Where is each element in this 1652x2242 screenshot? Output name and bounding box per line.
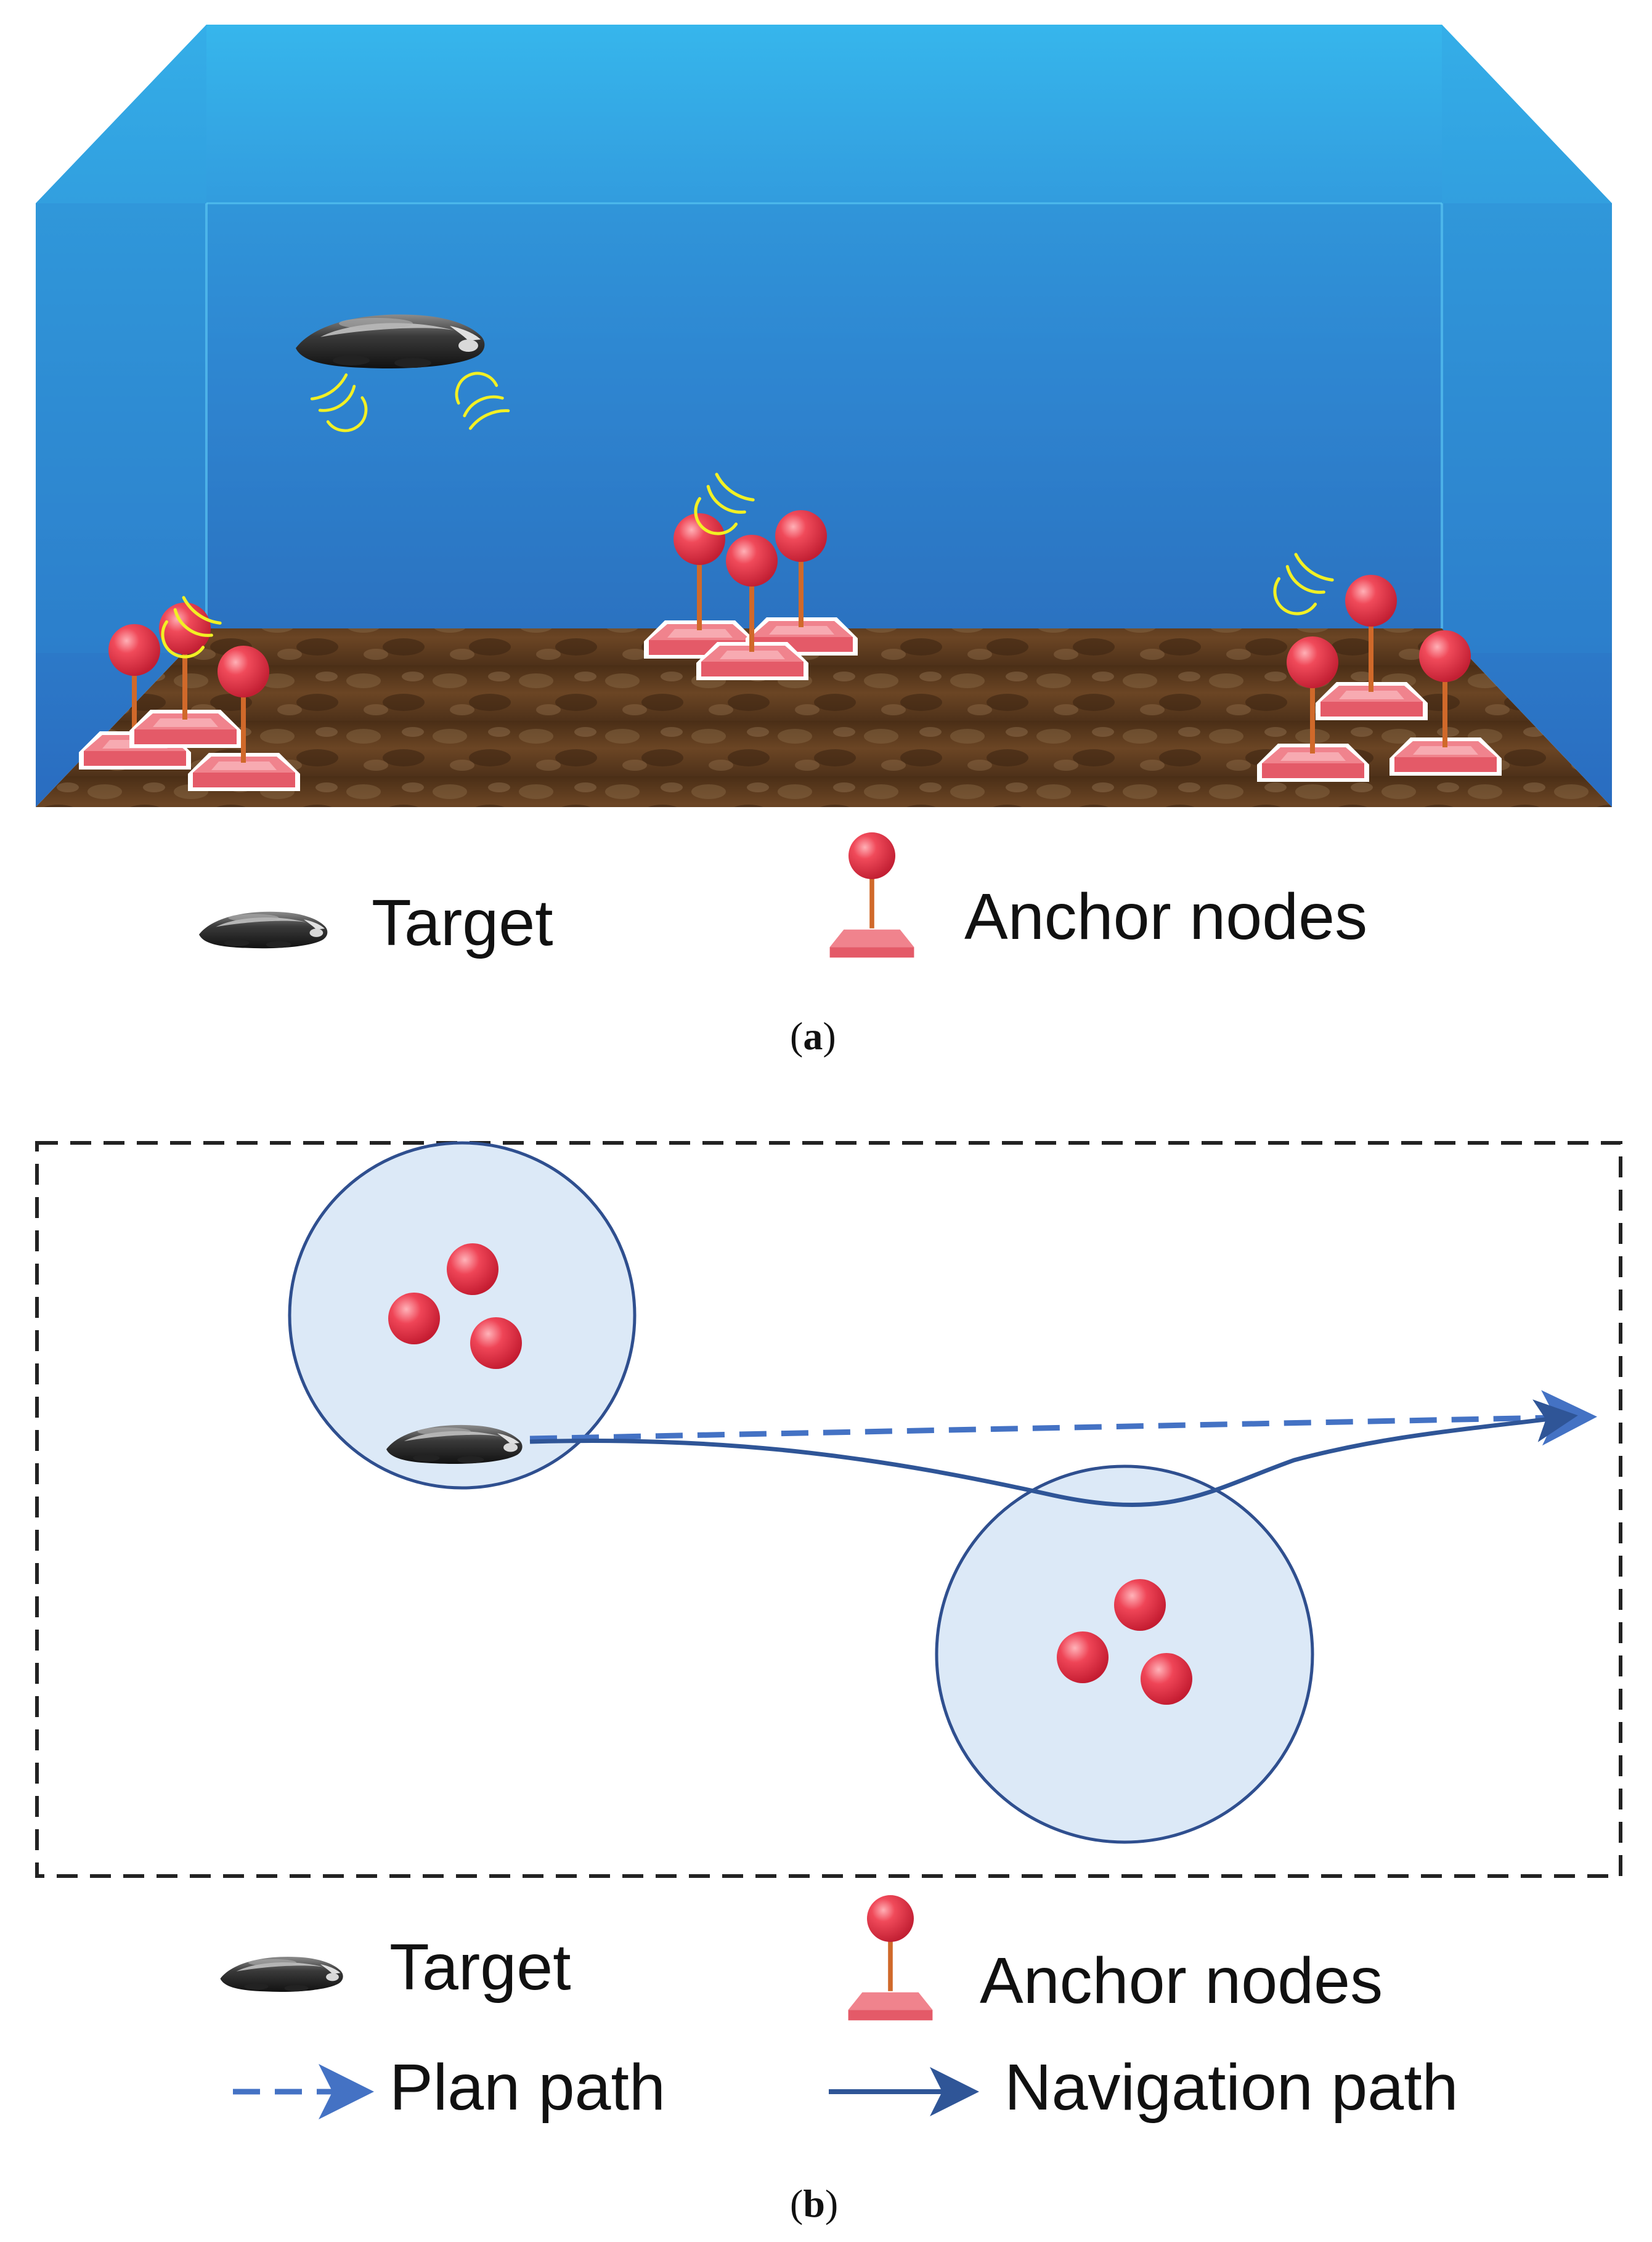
caption-b: (b) (790, 2182, 839, 2225)
legend-b-navigation-path-label: Navigation path (1004, 2051, 1459, 2124)
legend-a-anchor-label: Anchor nodes (964, 880, 1368, 953)
navigation-path (529, 1399, 1578, 1508)
legend-b-plan-path-label: Plan path (389, 2051, 665, 2124)
legend-b-target-icon (220, 1957, 343, 1992)
caption-a: (a) (790, 1014, 836, 1058)
caption-b-letter: b (803, 2182, 825, 2225)
caption-a-letter: a (803, 1014, 823, 1058)
coverage-circle-1 (288, 1141, 637, 1490)
legend-a-anchor-icon (825, 832, 919, 961)
anchor-balls-1 (388, 1243, 522, 1369)
legend-b-target-label: Target (389, 1931, 571, 2004)
seabed (36, 628, 1612, 807)
coverage-circle-2 (935, 1464, 1314, 1844)
workspace-boundary (35, 1141, 1622, 1878)
plan-path (529, 1390, 1597, 1446)
legend-a-target-icon (199, 911, 328, 949)
anchor-balls-2 (1057, 1579, 1192, 1705)
legend-a-target-label: Target (372, 887, 553, 959)
legend-b-anchor-label: Anchor nodes (980, 1944, 1383, 2017)
legend-b-anchor-icon (844, 1895, 937, 2024)
